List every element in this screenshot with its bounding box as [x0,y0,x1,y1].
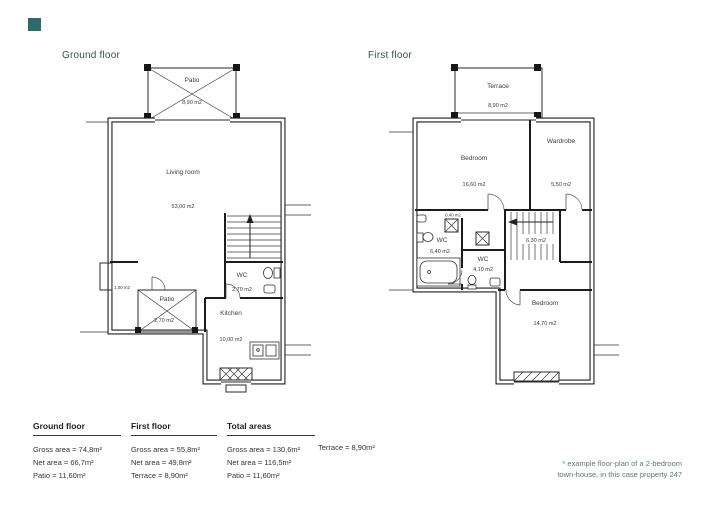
ground-patio-label: Patio [185,77,200,84]
first-floor-title: First floor [368,50,412,61]
duct-label-bg [438,211,468,218]
party-wall-lines-first [389,131,619,356]
ground-floor-areas-table: Ground floor Gross area = 74,8m² Net are… [33,421,121,482]
ground-wc-area: 2,70 m2 [232,287,252,293]
footnote-line-2: town-house, in this case property 247 [557,470,682,479]
first-stairs: 6,30 m2 [508,212,555,260]
total-terrace-area: Terrace = 8,90m² [318,443,375,452]
terrace-structure [451,64,543,121]
ground-patio-area: 8,90 m2 [182,100,202,106]
first-areas-header: First floor [131,421,217,436]
kitchen-area: 10,00 m2 [220,337,243,343]
bedroom1-label: Bedroom [461,155,487,162]
bedroom1-area: 16,60 m2 [463,182,486,188]
total-areas-header: Total areas [227,421,315,436]
bedroom2-label: Bedroom [532,300,558,307]
first-door-arcs [447,193,583,306]
floor-plans-drawing: Patio 8,90 m2 Living room 53,00 m2 WC 2,… [80,64,619,393]
table-row: Gross area = 74,8m² [33,445,102,454]
table-row: Patio = 11,60m² [227,471,280,480]
closet-area: 1,00 m2 [114,285,130,290]
ground-stairs [227,214,281,259]
ground-areas-header: Ground floor [33,421,121,436]
wardrobe-label: Wardrobe [547,138,576,145]
stairs-down-arrow [508,218,517,226]
wc2-fixtures [467,275,501,290]
kitchen-label: Kitchen [220,310,242,317]
ground-wc-fixtures [263,267,281,294]
living-room-area: 53,00 m2 [172,204,195,210]
ground-exterior-walls [107,117,286,385]
ground-wc-label: WC [237,272,248,279]
terrace-label: Terrace [487,83,509,90]
total-areas-table: Total areas Gross area = 130,6m² Net are… [227,421,315,482]
duct-area: 0,40 m2 [445,213,461,218]
wc1-fixtures [416,214,461,287]
small-patio-area: 2,70 m2 [154,318,174,324]
wc1-label: WC [437,237,448,244]
kitchen-counter [249,341,280,360]
brand-accent-square [28,18,41,31]
table-row: Terrace = 8,90m² [131,471,188,480]
ground-small-patio-structure [135,289,198,333]
first-exterior-walls [412,117,595,385]
wc2-area: 4,10 m2 [473,267,493,273]
ground-hatched-window [219,367,253,381]
bedroom2-window-sill [513,371,560,382]
stairs-up-arrow [246,214,254,223]
ground-doorstep [225,384,247,393]
wc1-area: 6,40 m2 [430,249,450,255]
terrace-area: 8,90 m2 [488,103,508,109]
first-stairs-area: 6,30 m2 [526,238,546,244]
first-floor-areas-table: First floor Gross area = 55,8m² Net area… [131,421,217,482]
table-row: Gross area = 55,8m² [131,445,200,454]
ground-floor-title: Ground floor [62,50,120,61]
table-row: Gross area = 130,6m² [227,445,301,454]
ground-patio-structure [144,64,240,121]
living-room-label: Living room [166,169,200,176]
bedroom2-area: 14,70 m2 [534,321,557,327]
area-tables: Ground floor Gross area = 74,8m² Net are… [33,421,325,482]
table-row: Patio = 11,60m² [33,471,86,480]
wardrobe-area: 5,50 m2 [551,182,571,188]
wc2-label: WC [478,256,489,263]
first-floor-plan: 6,30 m2 0,40 m2 [389,64,619,385]
table-row: Net area = 49,8m² [131,458,192,467]
ground-closet [99,262,113,291]
duct-shafts [444,218,490,246]
table-row: Net area = 66,7m² [33,458,94,467]
footnote-line-1: * example floor-plan of a 2-bedroom [562,459,682,468]
ground-floor-plan: Patio 8,90 m2 Living room 53,00 m2 WC 2,… [80,64,311,393]
first-interior-walls [415,120,592,291]
footnote: * example floor-plan of a 2-bedroom town… [557,458,682,480]
table-row: Net area = 116,5m² [227,458,292,467]
ground-interior-walls [110,213,283,332]
party-wall-lines-ground [80,121,311,356]
small-patio-label: Patio [160,296,175,303]
ground-door-arcs [151,276,241,299]
